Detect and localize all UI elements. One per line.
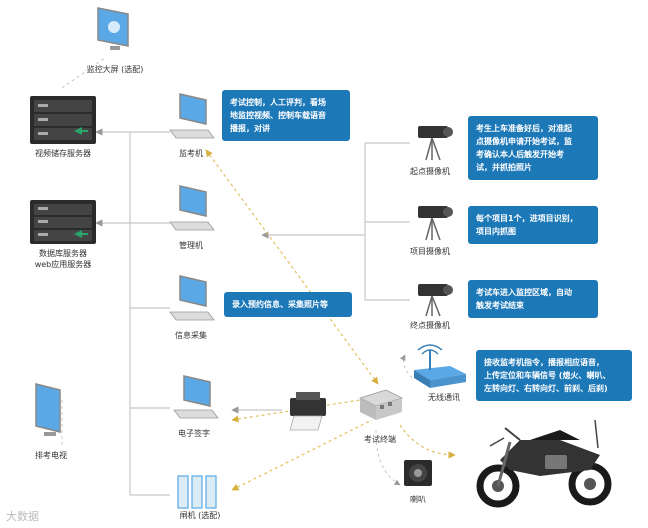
item-camera-label: 项目摄像机 bbox=[410, 247, 450, 256]
terminal-desc-line: 左转向灯、右转向灯、前刹、后刹) bbox=[484, 384, 608, 393]
sign-pc-label: 电子签字 bbox=[178, 429, 210, 438]
start-camera-desc-line: 考生上车准备好后，对准起 bbox=[476, 124, 572, 133]
terminal-desc-line: 上传定位和车辆信号 (熄火、喇叭、 bbox=[484, 371, 611, 380]
exam-control-line: 播报，对讲 bbox=[230, 124, 270, 133]
speaker-icon bbox=[404, 460, 432, 486]
db-server-label-line1: 数据库服务器 bbox=[39, 249, 87, 258]
wireless-label: 无线通讯 bbox=[428, 393, 460, 402]
gate-icon bbox=[177, 475, 217, 509]
db-server-label-line2: web应用服务器 bbox=[34, 260, 92, 269]
database-server-icon bbox=[30, 200, 96, 244]
mgmt-pc-icon bbox=[169, 185, 215, 231]
end-camera-desc-line: 考试车进入监控区域，自动 bbox=[476, 288, 572, 297]
item-camera-desc-line: 项目内抓图 bbox=[476, 227, 516, 236]
end-camera-icon bbox=[418, 284, 453, 317]
dashed-links bbox=[61, 57, 456, 491]
start-camera-desc-box: 考生上车准备好后，对准起 点摄像机申请开始考试，监 考确认本人后触发开始考 试，… bbox=[468, 116, 598, 180]
info-pc-icon bbox=[169, 275, 215, 321]
terminal-label: 考试终端 bbox=[364, 435, 396, 444]
exam-tv-label: 排考电视 bbox=[35, 451, 67, 460]
mgmt-pc-label: 管理机 bbox=[179, 241, 203, 250]
info-collect-desc-line: 录入预约信息、采集照片等 bbox=[232, 300, 328, 309]
terminal-desc-box: 接收监考机指令，播报相应语音， 上传定位和车辆信号 (熄火、喇叭、 左转向灯、右… bbox=[476, 350, 632, 401]
monitor-screen-label: 监控大屏 (选配) bbox=[86, 65, 144, 74]
exam-pc-label: 监考机 bbox=[179, 149, 203, 158]
terminal-desc-line: 接收监考机指令，播报相应语音， bbox=[484, 358, 604, 367]
end-camera-label: 终点摄像机 bbox=[410, 321, 450, 330]
video-server-icon bbox=[30, 96, 96, 144]
item-camera-desc-line: 每个项目1个，进项目识别， bbox=[476, 214, 578, 223]
info-pc-label: 信息采集 bbox=[175, 331, 207, 340]
info-collect-desc-box: 录入预约信息、采集照片等 bbox=[224, 292, 352, 317]
start-camera-label: 起点摄像机 bbox=[410, 167, 450, 176]
terminal-icon bbox=[358, 389, 404, 420]
end-camera-desc-box: 考试车进入监控区域，自动 触发考试结束 bbox=[468, 280, 598, 318]
start-camera-desc-line: 考确认本人后触发开始考 bbox=[476, 150, 564, 159]
start-camera-desc-line: 试，并抓拍照片 bbox=[476, 163, 532, 172]
item-camera-icon bbox=[418, 206, 453, 241]
tv-icon bbox=[35, 383, 61, 436]
printer-icon bbox=[289, 392, 326, 431]
speaker-label: 喇叭 bbox=[410, 495, 426, 504]
start-camera-desc-line: 点摄像机申请开始考试，监 bbox=[476, 137, 572, 146]
exam-control-line: 考试控制，人工评判，看场 bbox=[230, 98, 326, 107]
motorcycle-icon bbox=[476, 419, 612, 508]
exam-pc-icon bbox=[169, 93, 215, 139]
exam-control-box: 考试控制，人工评判，看场 地监控视频、控制车载语音 播报，对讲 bbox=[222, 90, 350, 141]
start-camera-icon bbox=[418, 126, 453, 161]
gate-label: 闸机 (选配) bbox=[179, 511, 221, 520]
exam-control-line: 地监控视频、控制车载语音 bbox=[230, 111, 326, 120]
watermark: 大数据 bbox=[6, 510, 39, 523]
monitor-screen-icon bbox=[97, 7, 129, 50]
sign-pc-icon bbox=[173, 375, 219, 419]
video-server-label: 视频储存服务器 bbox=[35, 149, 91, 158]
end-camera-desc-line: 触发考试结束 bbox=[476, 301, 524, 310]
wireless-router-icon bbox=[414, 344, 466, 388]
item-camera-desc-box: 每个项目1个，进项目识别， 项目内抓图 bbox=[468, 206, 598, 244]
